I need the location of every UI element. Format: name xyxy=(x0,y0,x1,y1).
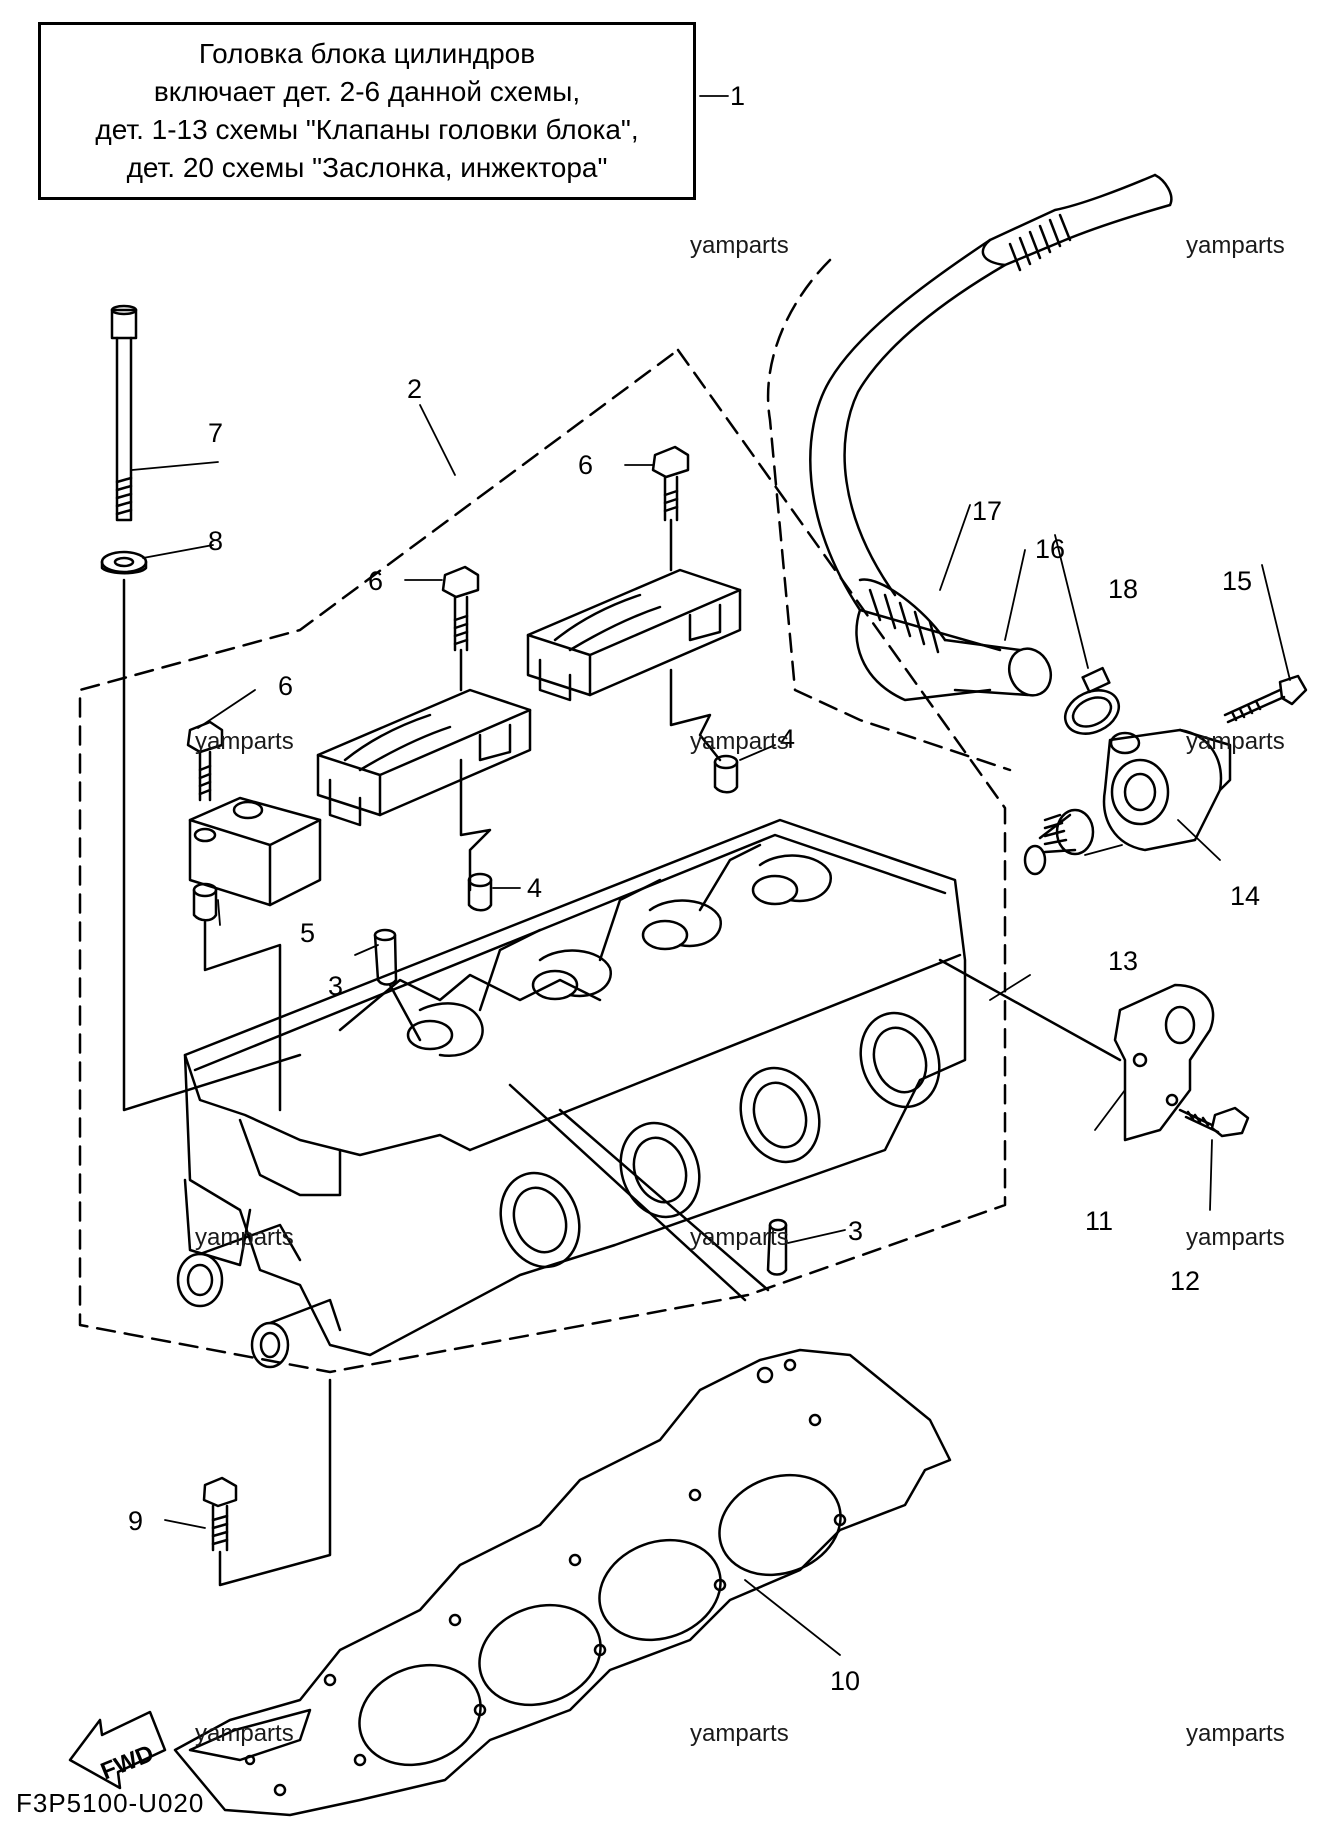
callout-6b: 6 xyxy=(368,566,383,596)
callout-13: 13 xyxy=(1108,946,1138,976)
bolt-12 xyxy=(1178,1106,1250,1138)
watermark: yamparts xyxy=(1186,1720,1285,1747)
callout-17: 17 xyxy=(972,496,1002,526)
cam-cap-left xyxy=(188,796,322,907)
callout-12: 12 xyxy=(1170,1266,1200,1296)
watermark: yamparts xyxy=(195,1224,294,1251)
watermark: yamparts xyxy=(195,1720,294,1747)
bolt-6-left xyxy=(186,720,224,802)
note-line: Головка блока цилиндров xyxy=(198,38,536,69)
plug-3-upper xyxy=(373,928,398,986)
bolt-9 xyxy=(202,1476,238,1552)
dowel-5 xyxy=(192,882,218,922)
watermark: yamparts xyxy=(1186,728,1285,755)
leader-lines xyxy=(131,95,1291,1656)
callout-3a: 3 xyxy=(328,971,343,1001)
thermostat-housing-14 xyxy=(1102,728,1232,852)
callout-6c: 6 xyxy=(278,671,293,701)
assembly-2-boundary xyxy=(78,348,1007,1374)
cam-cap-right xyxy=(526,568,742,702)
callout-18: 18 xyxy=(1108,574,1138,604)
watermark: yamparts xyxy=(1186,1224,1285,1251)
fwd-arrow-icon xyxy=(68,1710,167,1790)
dowel-4-middle xyxy=(467,872,493,912)
watermark: yamparts xyxy=(690,728,789,755)
note-line: дет. 20 схемы "Заслонка, инжектора" xyxy=(126,152,608,183)
callout-4b: 4 xyxy=(527,873,542,903)
callout-14: 14 xyxy=(1230,881,1260,911)
watermark: yamparts xyxy=(690,232,789,259)
washer-8 xyxy=(100,550,148,575)
watermark: yamparts xyxy=(690,1224,789,1251)
cam-cap-middle xyxy=(316,688,532,827)
callout-5: 5 xyxy=(300,918,315,948)
note-box: Головка блока цилиндров включает дет. 2-… xyxy=(38,22,696,200)
callout-16: 16 xyxy=(1035,534,1065,564)
bolt-6-middle xyxy=(441,565,480,652)
fwd-label: FWD xyxy=(97,1740,158,1786)
callout-11: 11 xyxy=(1085,1206,1113,1236)
thermostat-13 xyxy=(1023,808,1095,876)
callout-1: 1 xyxy=(730,81,745,111)
hose-part-17 xyxy=(809,173,1173,702)
note-line: включает дет. 2-6 данной схемы, xyxy=(153,76,581,107)
callout-3b: 3 xyxy=(848,1216,863,1246)
cylinder-head-2 xyxy=(176,818,967,1369)
callout-7: 7 xyxy=(208,418,223,448)
watermark: yamparts xyxy=(195,728,294,755)
watermark: yamparts xyxy=(1186,232,1285,259)
callout-8: 8 xyxy=(208,526,223,556)
dowel-4-right xyxy=(713,754,739,794)
bolt-15 xyxy=(1223,674,1308,724)
bolt-7 xyxy=(110,304,138,522)
head-gasket-10 xyxy=(173,1348,952,1817)
callout-10: 10 xyxy=(830,1666,860,1696)
note-line: дет. 1-13 схемы "Клапаны головки блока", xyxy=(95,114,639,145)
plug-3-lower xyxy=(766,1218,788,1276)
diagram-code: F3P5100-U020 xyxy=(16,1788,205,1818)
watermark: yamparts xyxy=(690,1720,789,1747)
callout-2: 2 xyxy=(407,374,422,404)
cover-plate-11 xyxy=(1113,983,1215,1142)
callout-4a: 4 xyxy=(780,724,795,754)
bolt-6-right xyxy=(651,445,690,522)
callout-15: 15 xyxy=(1222,566,1252,596)
callout-9: 9 xyxy=(128,1506,143,1536)
hose-clamp-18 xyxy=(1064,666,1120,735)
callout-6a: 6 xyxy=(578,450,593,480)
